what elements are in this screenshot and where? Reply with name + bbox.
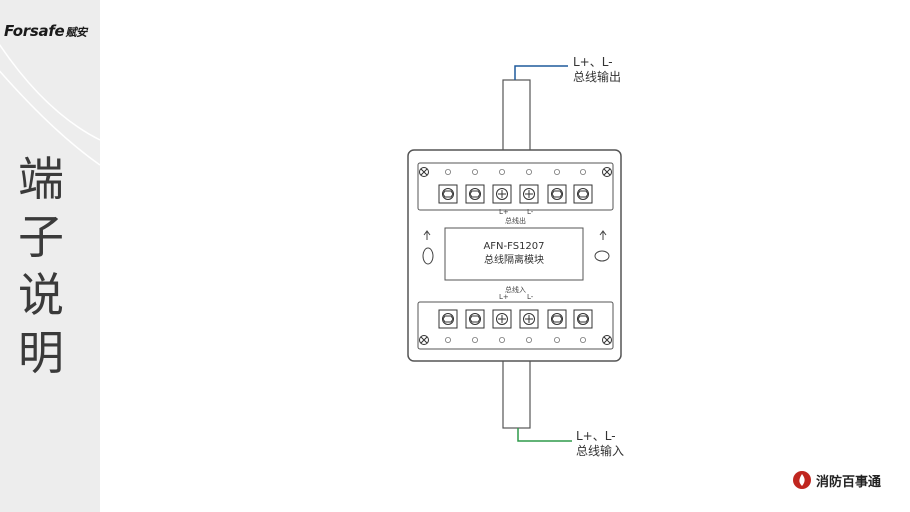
arrow-up-icon: [423, 230, 607, 240]
title-char: 端: [18, 152, 64, 206]
terminal-holes: [444, 168, 587, 175]
brand-logo: 消防百事通: [792, 470, 881, 490]
bottom-caption: 总线入: [505, 286, 526, 294]
mount-hole-right: [594, 250, 610, 262]
label-box: [444, 227, 584, 281]
title-char: 说: [18, 268, 64, 322]
input-wire: [517, 428, 572, 442]
terminal-holes: [444, 336, 587, 343]
logo-cn-text: 赋安: [65, 26, 87, 39]
bottom-lminus-label: L-: [527, 293, 534, 301]
decorative-arcs: [0, 43, 100, 166]
top-lplus-label: L+: [499, 208, 509, 216]
bottom-lplus-label: L+: [499, 293, 509, 301]
top-caption: 总线出: [505, 217, 526, 225]
input-label-line1: L+、L-: [576, 429, 616, 443]
sidebar: Forsafe赋安 端 子 说 明: [0, 0, 100, 512]
output-label-line1: L+、L-: [573, 55, 613, 69]
title-char: 明: [18, 326, 64, 380]
section-title: 端 子 说 明: [18, 150, 78, 382]
input-cable: [502, 359, 572, 442]
top-terminal-strip: [417, 162, 614, 211]
terminals: [438, 184, 593, 204]
fire-icon: [793, 471, 811, 489]
output-label-line2: 总线输出: [573, 70, 622, 84]
device-model: AFN-FS1207: [483, 241, 545, 252]
mount-hole-left: [422, 247, 434, 265]
top-lminus-label: L-: [527, 208, 534, 216]
screw-icon: [419, 167, 612, 177]
brand-text: 消防百事通: [816, 474, 882, 490]
forsafe-logo: Forsafe赋安: [4, 22, 87, 40]
title-char: 子: [18, 210, 64, 264]
output-wire: [514, 65, 568, 80]
device-name: 总线隔离模块: [484, 255, 544, 266]
terminals: [438, 309, 593, 329]
logo-text: Forsafe: [4, 22, 65, 40]
input-label-line2: 总线输入: [576, 444, 625, 458]
screw-icon: [419, 335, 612, 345]
bottom-terminal-strip: [417, 301, 614, 350]
output-cable: [502, 65, 568, 153]
